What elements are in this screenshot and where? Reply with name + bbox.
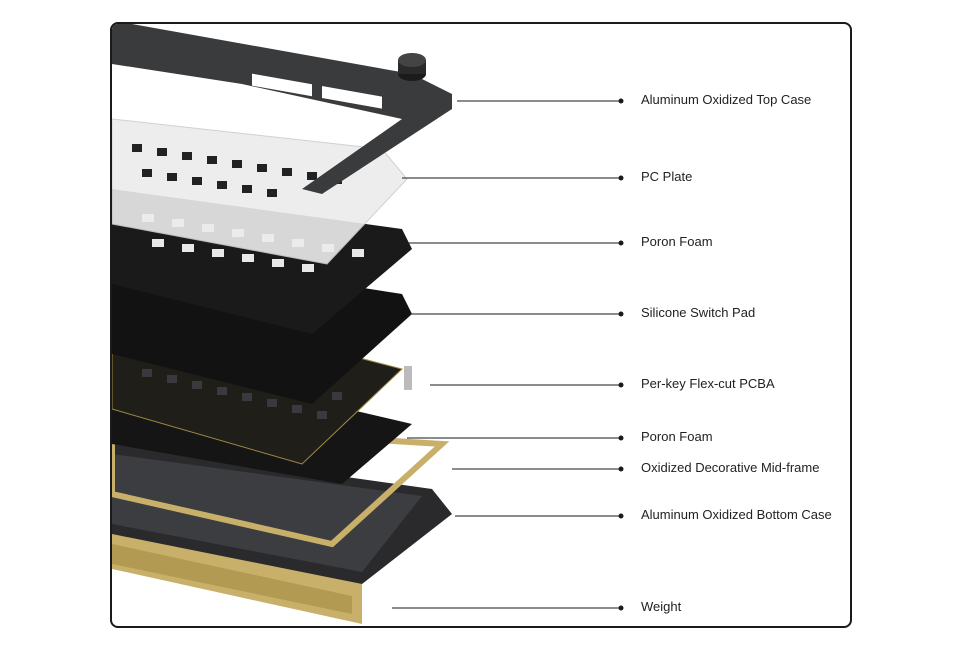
- label-poron-foam-lower: Poron Foam: [641, 429, 713, 444]
- exploded-view-frame: Aluminum Oxidized Top Case PC Plate Poro…: [110, 22, 852, 628]
- label-bottom-case: Aluminum Oxidized Bottom Case: [641, 507, 832, 522]
- keyboard-exploded-illustration: [112, 24, 624, 624]
- label-mid-frame: Oxidized Decorative Mid-frame: [641, 460, 820, 475]
- label-silicone-switch-pad: Silicone Switch Pad: [641, 305, 756, 320]
- label-top-case: Aluminum Oxidized Top Case: [641, 92, 812, 107]
- label-weight: Weight: [641, 599, 682, 614]
- label-pc-plate: PC Plate: [641, 169, 693, 184]
- label-pcba: Per-key Flex-cut PCBA: [641, 376, 775, 391]
- label-poron-foam-upper: Poron Foam: [641, 234, 713, 249]
- leader-lines: [392, 100, 621, 609]
- top-case-layer: [112, 24, 452, 194]
